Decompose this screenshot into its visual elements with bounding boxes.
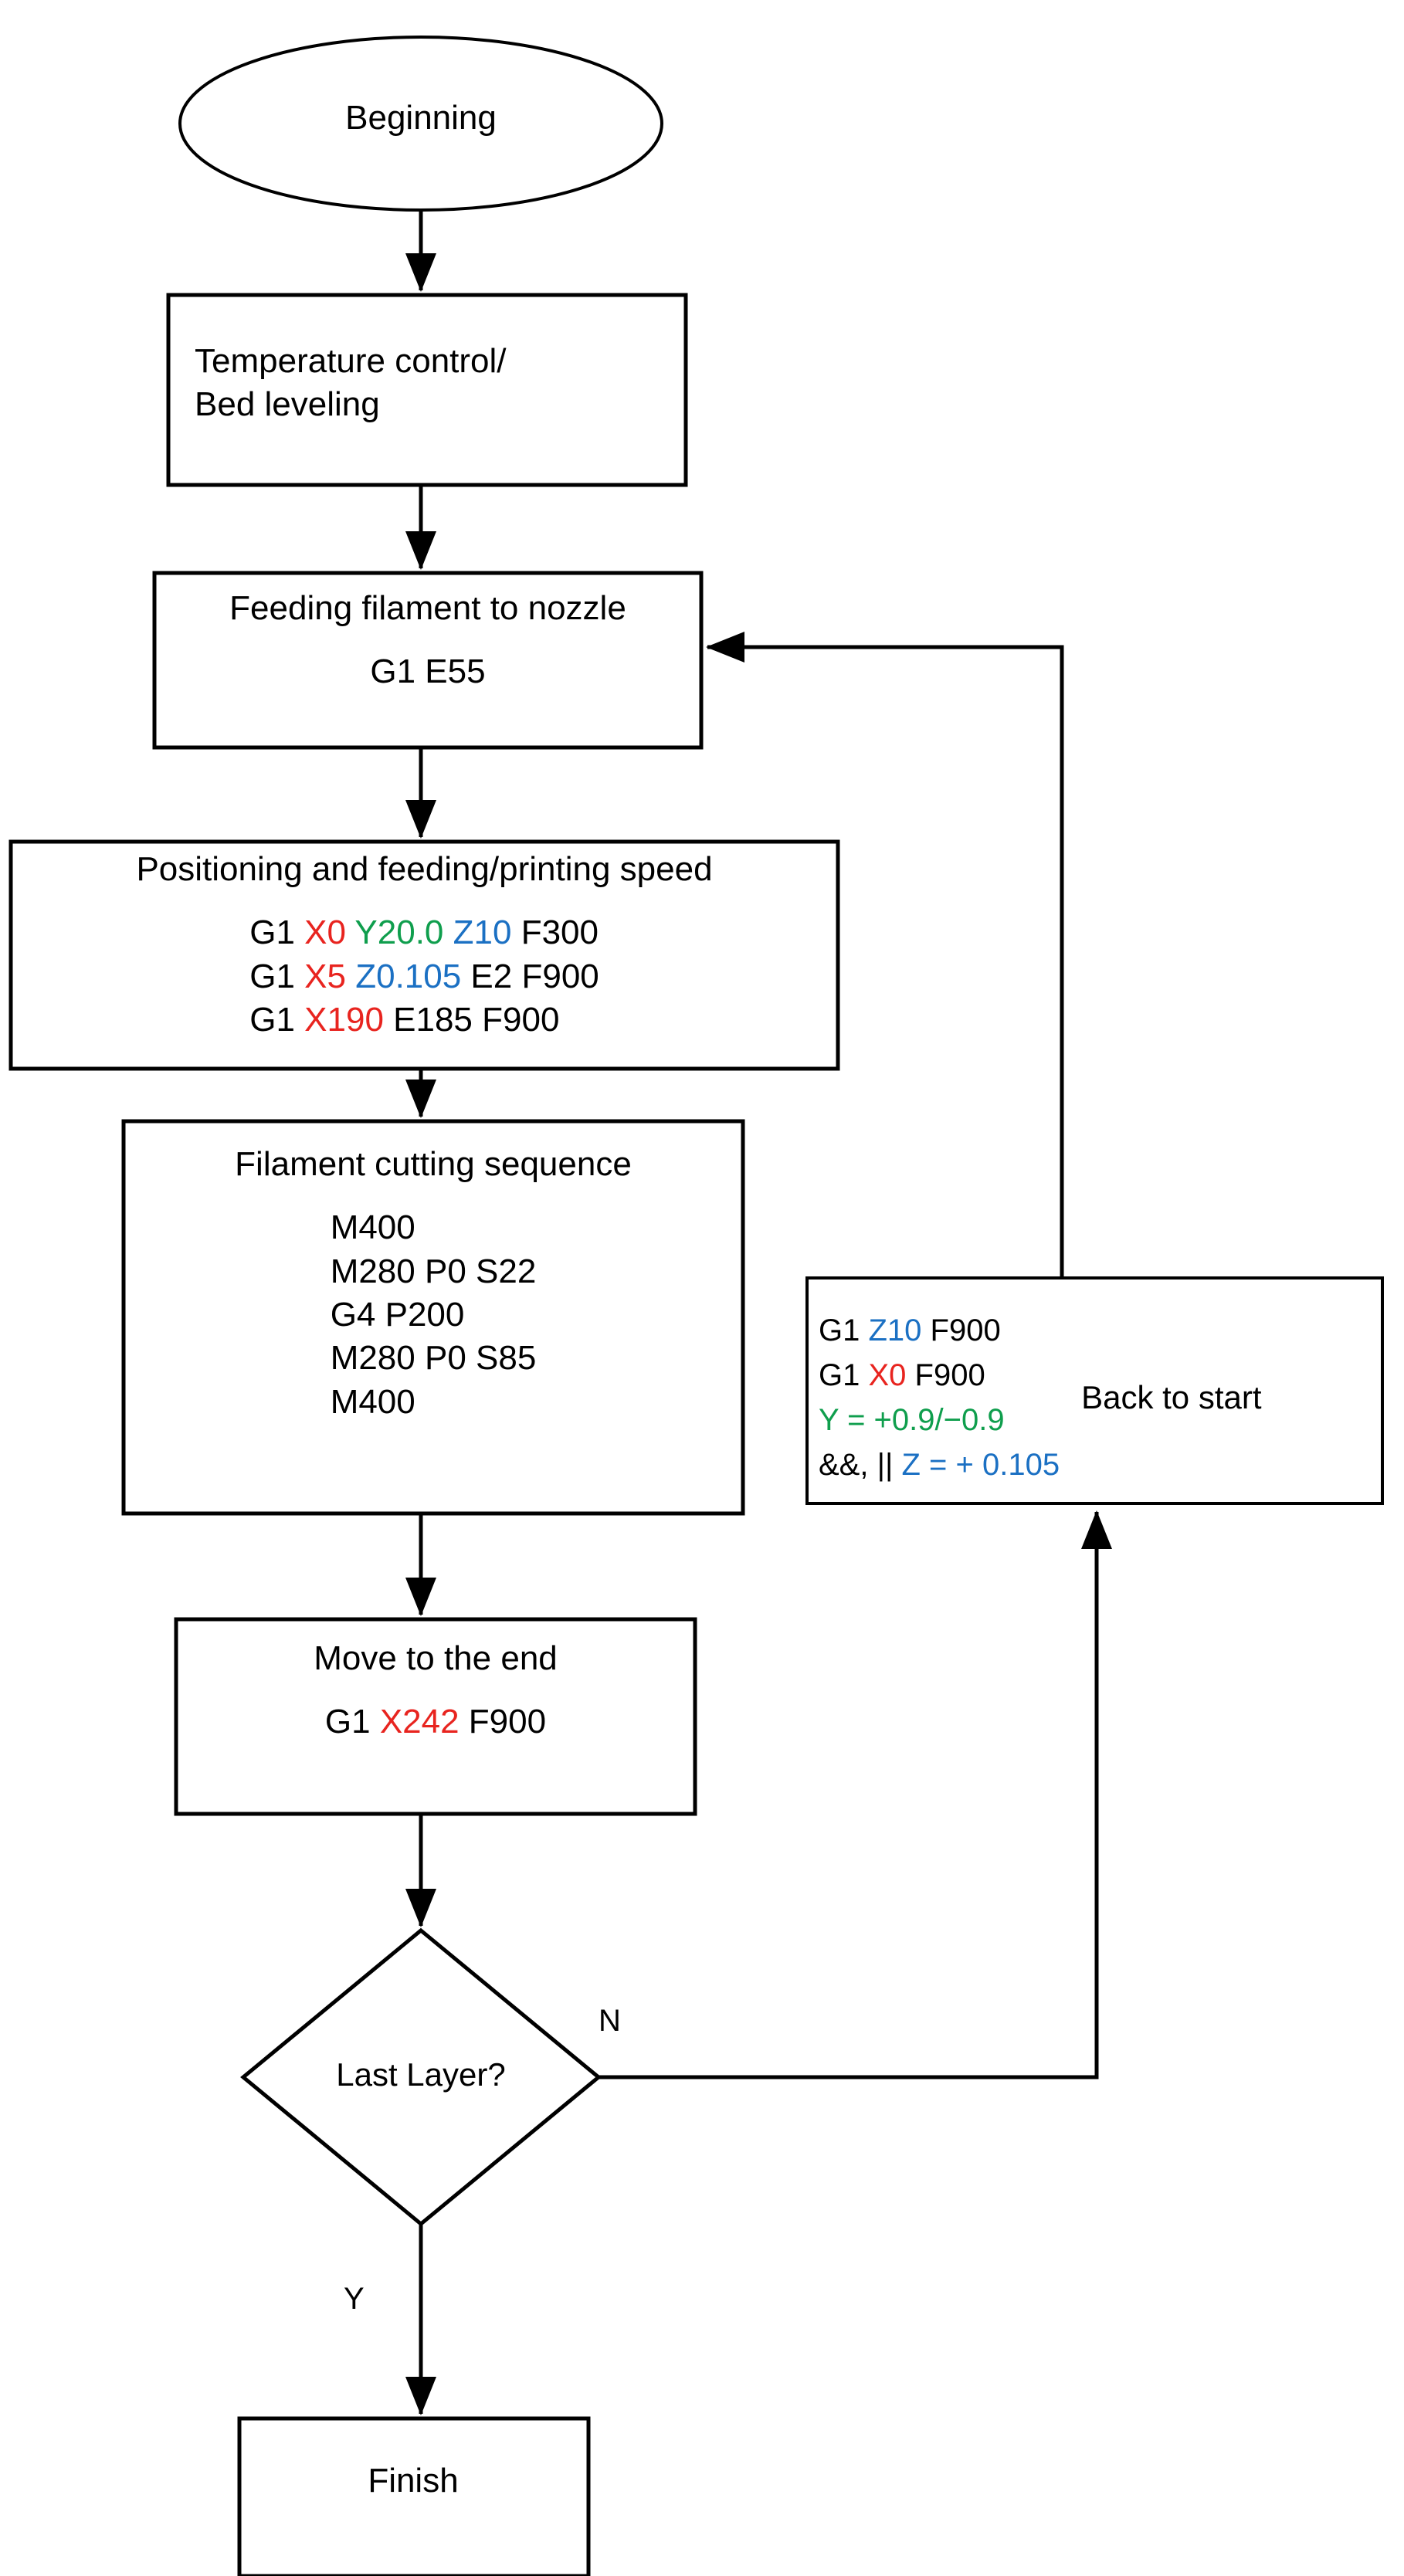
gcode-line: M400 [330,1208,415,1247]
node-cutting-label: Filament cutting sequence M400 M280 P0 S… [124,1143,743,1424]
spacer [154,630,701,650]
node-positioning-shape [8,839,840,1071]
gcode-line: M280 P0 S85 [330,1339,537,1378]
gcode-line: M280 P0 S22 [330,1252,537,1290]
node-temperature-label: Temperature control/ Bed leveling [168,340,686,427]
spacer [176,1680,695,1700]
gcode-line: G1 X190 E185 F900 [249,1000,560,1039]
node-temperature-line1: Temperature control/ [195,342,507,380]
node-beginning-label: Beginning [345,99,497,137]
node-back-to-start-caption: Back to start [1081,1379,1262,1415]
node-cutting-title: Filament cutting sequence [235,1145,632,1183]
spacer [124,1186,743,1206]
node-cutting-code: M400 M280 P0 S22 G4 P200 M280 P0 S85 M40… [331,1206,537,1424]
node-move-end-shape [174,1617,697,1816]
gcode-line: G1 Z10 F900 [819,1313,1001,1347]
node-last-layer-label: Last Layer? [336,2056,506,2093]
gcode-line: &&, || Z = + 0.105 [819,1448,1060,1482]
edge-last-layer-no-to-back-to-start [599,1510,1112,2079]
gcode-line: G4 P200 [330,1295,465,1334]
node-finish-label: Finish [368,2462,459,2500]
node-back-to-start-shape [805,1276,1384,1505]
gcode-line: M400 [330,1382,415,1421]
node-feeding-code: G1 E55 [370,652,486,691]
node-move-end-title: Move to the end [314,1639,558,1677]
node-feeding-shape [152,571,704,750]
gcode-line: G1 X5 Z0.105 E2 F900 [249,957,599,995]
edge-label-yes: Y [344,2282,365,2316]
edge-label-no: N [599,2004,621,2038]
edge-back-to-start-to-feeding [706,632,1064,1278]
gcode-line: G1 X242 F900 [324,1703,547,1741]
node-finish-shape [237,2416,591,2576]
node-positioning-code: G1 X0 Y20.0 Z10 F300 G1 X5 Z0.105 E2 F90… [249,911,599,1042]
node-feeding-label: Feeding filament to nozzle G1 E55 [154,587,701,694]
node-positioning-title: Positioning and feeding/printing speed [136,850,713,888]
node-move-end-label: Move to the end G1 X242 F900 [176,1637,695,1744]
node-positioning-label: Positioning and feeding/printing speed G… [11,848,838,1042]
node-temperature-line2: Bed leveling [195,385,380,424]
node-feeding-title: Feeding filament to nozzle [229,589,626,627]
gcode-line: G1 X0 Y20.0 Z10 F300 [249,913,599,952]
node-cutting-shape [121,1119,745,1516]
gcode-line: G1 X0 F900 [819,1358,985,1392]
gcode-line: Y = +0.9/−0.9 [819,1403,1005,1437]
node-back-to-start-label: G1 Z10 F900 G1 X0 F900 Y = +0.9/−0.9 &&,… [819,1293,1375,1502]
spacer [11,891,838,911]
node-temperature-shape [166,293,688,487]
node-back-to-start-code: G1 Z10 F900 G1 X0 F900 Y = +0.9/−0.9 &&,… [819,1308,1060,1487]
